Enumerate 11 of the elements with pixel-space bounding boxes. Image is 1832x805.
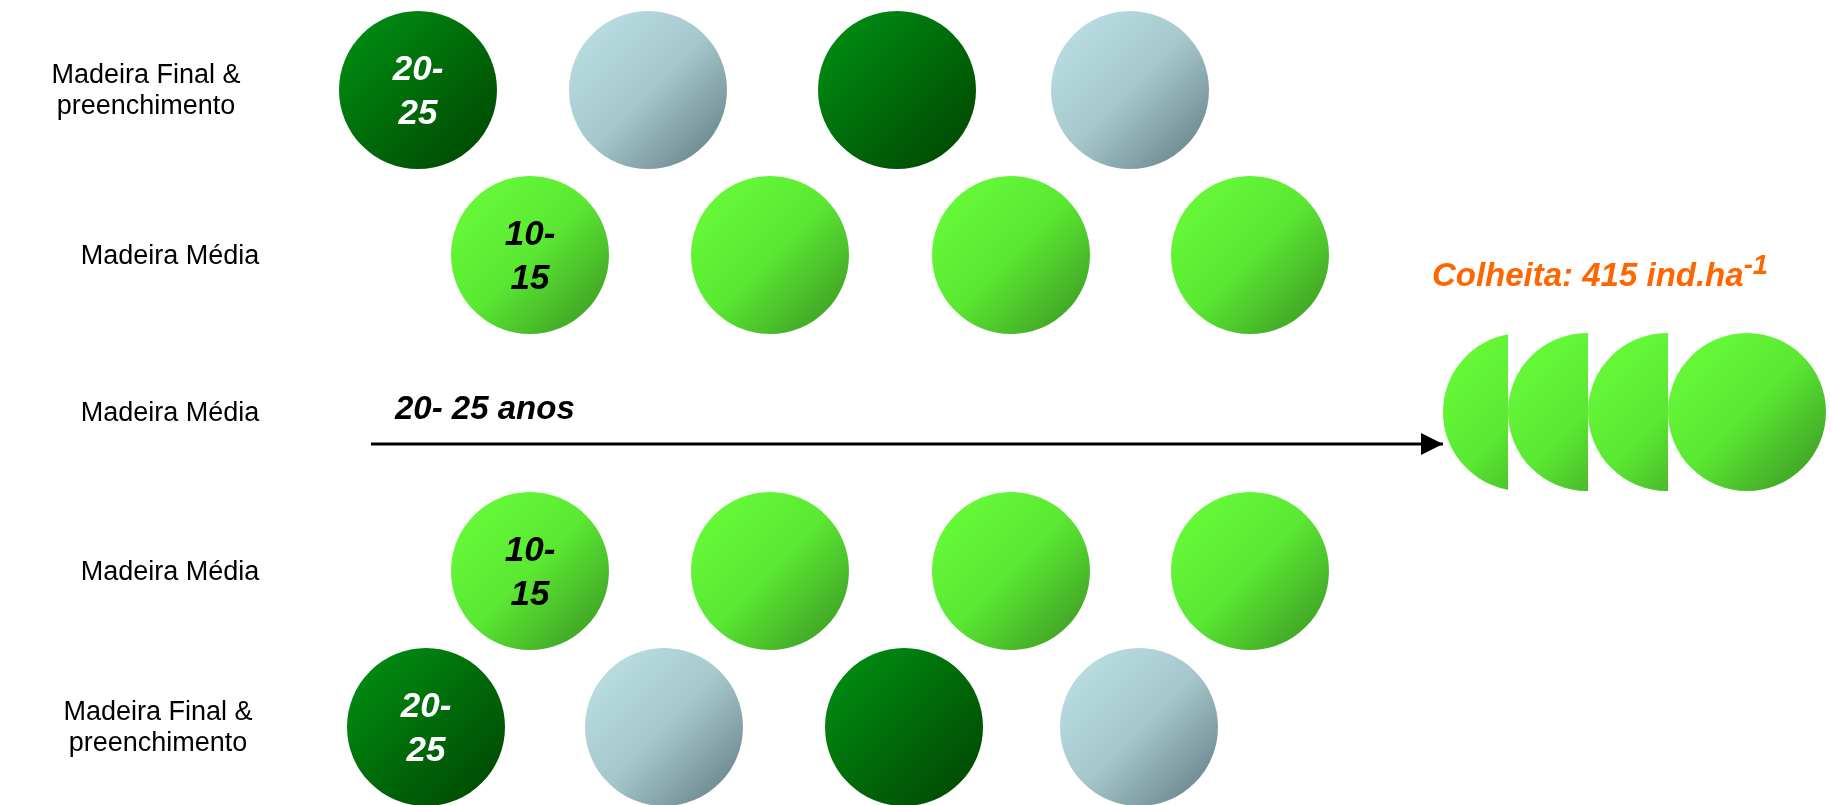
harvest-heading: Colheita: 415 ind.ha$^{-1}$ [1430, 248, 1770, 294]
age-range-text: 20- 25 [399, 684, 453, 770]
row-label: Madeira Média [79, 555, 261, 587]
arrow [371, 433, 1443, 455]
row-label: Madeira Final & preenchimento [62, 696, 254, 758]
age-range-text: 10- 15 [503, 528, 557, 614]
row-label: Madeira Média [79, 396, 261, 428]
age-range-text: 10- 15 [503, 212, 557, 298]
age-range-text: 20- 25 [391, 47, 445, 133]
row-label: Madeira Final & preenchimento [50, 59, 242, 121]
row-label: Madeira Média [79, 239, 261, 271]
